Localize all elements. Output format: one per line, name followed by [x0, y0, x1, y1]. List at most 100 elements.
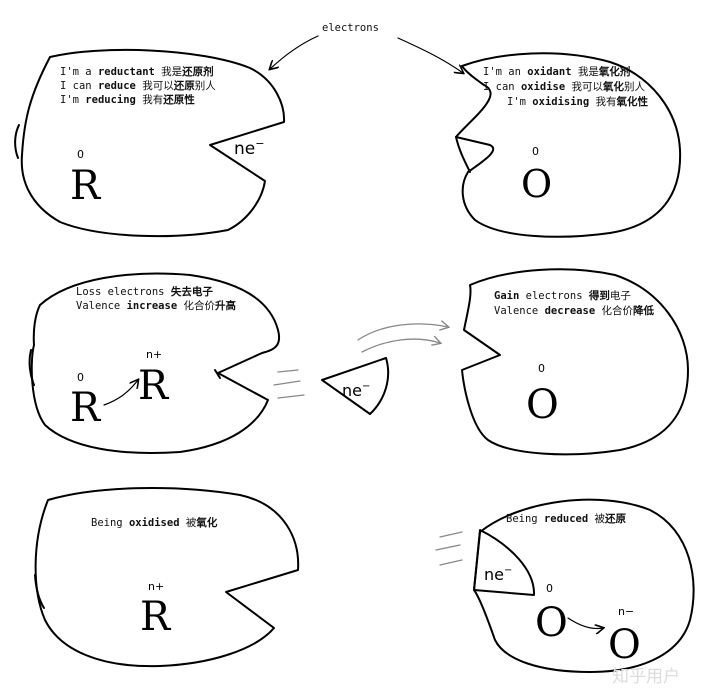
gain-line1-c: 得到 [588, 289, 610, 302]
loss-line2-b: increase [127, 300, 178, 312]
svg-text:I'm a reductant 我是还原剂: I'm a reductant 我是还原剂 [60, 65, 214, 78]
svg-text:I'm reducing 我有还原性: I'm reducing 我有还原性 [60, 93, 195, 106]
oxidant-line1-c: 我是 [572, 66, 600, 78]
svg-text:I'm oxidising 我有氧化性: I'm oxidising 我有氧化性 [507, 95, 649, 108]
oxidant-oxidation-state: 0 [532, 145, 539, 158]
loss-transform-arrow [103, 380, 138, 406]
oxidant-line2-a: I can [483, 81, 521, 93]
oxidised-blob [34, 487, 300, 668]
reductant-oxidation-state: 0 [77, 148, 84, 161]
svg-text:I'm an oxidant 我是氧化剂: I'm an oxidant 我是氧化剂 [483, 65, 630, 78]
transfer-arrow-1 [357, 324, 448, 341]
gain-symbol: O [526, 382, 559, 428]
loss-line2-c: 化合价 [177, 299, 215, 312]
electrons-label: electrons [322, 22, 379, 34]
svg-text:Valence increase 化合价升高: Valence increase 化合价升高 [76, 299, 236, 312]
reductant-symbol: R [70, 163, 102, 209]
reductant-line1-a: I'm a [60, 66, 98, 78]
oxidant-line1-b: oxidant [527, 66, 571, 78]
oxidant-line3-d: 氧化性 [616, 95, 649, 108]
reductant-wedge-label: ne− [234, 137, 264, 159]
reductant-line2-c: 我可以 [136, 80, 174, 92]
oxidant-line2-d: 氧化 [602, 80, 624, 93]
arrow-to-oxidant [397, 37, 463, 73]
loss-line1-a: Loss electrons [76, 286, 171, 298]
loss-lip [28, 349, 35, 386]
reductant-lip [14, 124, 20, 159]
gain-blob [461, 268, 689, 456]
reductant-blob [20, 48, 286, 238]
oxidant-blob [455, 52, 682, 238]
flying-wedge-label: ne− [342, 381, 370, 400]
reductant-line2-e: 别人 [195, 80, 216, 92]
reductant-line2-a: I can [60, 80, 98, 92]
electron-gain-panel: Gain electrons 得到电子 Valence decrease 化合价… [461, 268, 689, 456]
arrow-to-reductant [270, 35, 319, 69]
reductant-panel: I'm a reductant 我是还原剂 I can reduce 我可以还原… [14, 48, 286, 238]
loss-oxidation-state-before: 0 [77, 371, 84, 384]
oxidised-symbol: R [140, 594, 172, 640]
gain-line2-c: 化合价 [595, 304, 633, 317]
oxidant-panel: I'm an oxidant 我是氧化剂 I can oxidise 我可以氧化… [455, 52, 682, 238]
reduced-oxidation-state-after: n− [618, 605, 634, 618]
flying-wedge-label-text: ne [342, 381, 362, 400]
gain-line1-d: 电子 [610, 289, 631, 302]
svg-text:I can oxidise 我可以氧化别人: I can oxidise 我可以氧化别人 [483, 80, 646, 93]
reduced-blob [473, 498, 695, 673]
oxidant-symbol: O [521, 162, 552, 206]
oxidised-line1-b: oxidised [129, 517, 180, 529]
reductant-line2-d: 还原 [173, 79, 195, 92]
reduced-oxidation-state-before: 0 [546, 582, 553, 595]
reductant-line1-c: 我是 [155, 66, 183, 78]
oxidised-line1-c: 被 [180, 516, 197, 529]
reduced-line1-c: 被 [588, 512, 605, 525]
svg-text:Being oxidised 被氧化: Being oxidised 被氧化 [91, 516, 218, 529]
reduced-line1-a: Being [506, 513, 544, 525]
reductant-line3-b: reducing [85, 94, 136, 106]
gain-oxidation-state: 0 [538, 362, 545, 375]
electron-loss-panel: Loss electrons 失去电子 Valence increase 化合价… [28, 272, 305, 454]
gain-line2-a: Valence [494, 305, 545, 317]
reduced-electron-wedge [473, 529, 536, 596]
loss-line2-a: Valence [76, 300, 127, 312]
flying-wedge-shape [321, 357, 390, 415]
oxidised-lip [34, 574, 45, 609]
loss-mouth-tick [214, 369, 221, 379]
oxidant-line1-d: 氧化剂 [598, 65, 631, 78]
oxidant-line3-c: 我有 [589, 95, 616, 108]
reductant-line1-b: reductant [98, 66, 155, 78]
reduced-symbol-after: O [608, 622, 641, 668]
oxidant-mouth-edge [455, 136, 471, 173]
loss-line1-b: 失去电子 [171, 285, 213, 298]
gain-line2-d: 降低 [633, 304, 654, 317]
oxidised-line1-d: 氧化 [195, 516, 217, 529]
oxidant-line2-c: 我可以 [565, 81, 603, 93]
gain-line1-a: Gain [494, 290, 519, 302]
reductant-line3-a: I'm [60, 94, 85, 106]
oxidant-line1-a: I'm an [483, 66, 527, 78]
reduced-wedge-label-text: ne [484, 565, 504, 584]
loss-symbol-before: R [70, 385, 102, 431]
loss-line2-d: 升高 [215, 299, 236, 312]
watermark: 知乎用户 [612, 667, 680, 687]
reductant-line3-d: 还原性 [162, 93, 195, 106]
reduced-panel: ne− Being reduced 被还原 0 O n− O [435, 498, 695, 673]
reduced-line1-b: reduced [544, 513, 588, 525]
oxidant-line3-b: oxidising [532, 96, 589, 108]
gain-line1-b: electrons [519, 290, 589, 302]
motion-lines [273, 369, 305, 399]
oxidant-line2-b: oxidise [521, 81, 565, 93]
loss-blob [30, 272, 281, 454]
oxidant-line3-a: I'm [507, 96, 532, 108]
loss-oxidation-state-after: n+ [146, 348, 162, 361]
gain-line2-b: decrease [545, 305, 596, 317]
oxidised-panel: Being oxidised 被氧化 n+ R [34, 487, 300, 668]
reductant-bite-shading [209, 121, 285, 182]
reduced-line1-d: 还原 [604, 512, 626, 525]
reduced-transform-arrow [567, 617, 603, 629]
loss-symbol-after: R [138, 363, 170, 409]
reductant-line1-d: 还原剂 [181, 65, 214, 78]
svg-text:Valence decrease 化合价降低: Valence decrease 化合价降低 [494, 304, 654, 317]
reduced-symbol-before: O [535, 600, 568, 646]
reductant-line3-c: 我有 [136, 93, 163, 106]
